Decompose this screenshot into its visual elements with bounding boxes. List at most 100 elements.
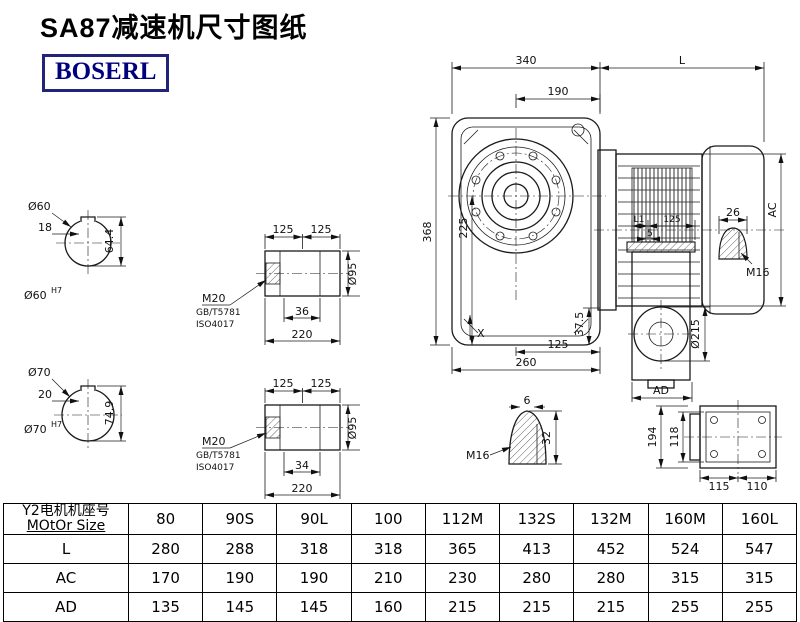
gearbox-housing (451, 117, 601, 346)
table-cell: 255 (647, 592, 723, 622)
thread-text-m20: M20 (202, 292, 226, 305)
dim-d215: Ø215 (663, 306, 710, 362)
table-header-row: Y2电机机座号 MOtOr Size 80 90S 90L 100 112M 1… (3, 503, 798, 535)
thread-callout-2: M20 GB/T5781 ISO4017 (196, 432, 267, 473)
dim-text-74-9: 74.9 (103, 401, 116, 426)
table-cell: 288 (202, 534, 278, 564)
dim-260: 260 (451, 347, 601, 374)
dim-190: 190 (515, 85, 601, 112)
dim-text-d70: Ø70 (28, 366, 51, 379)
dim-text-125-side: 125 (663, 215, 680, 225)
thread-hole-section-2 (265, 416, 281, 439)
dim-text-6: 6 (524, 394, 531, 407)
table-cell: 210 (350, 563, 426, 593)
shaft-end-view-1: 18 Ø60 64.4 Ø60 H7 (24, 200, 126, 302)
col-header: 132S (499, 503, 575, 535)
table-header-motor-size: Y2电机机座号 MOtOr Size (3, 503, 129, 535)
dim-32: 32 (529, 410, 562, 465)
dim-text-32: 32 (540, 431, 553, 445)
row-label-AD: AD (3, 592, 129, 622)
dim-L1-125: L1 125 (631, 215, 696, 240)
dim-125-bottom: 125 (515, 338, 601, 356)
shaft-side-view-1: 125 125 M20 GB/T5781 ISO4017 36 220 (196, 223, 360, 345)
col-header: 160L (721, 503, 798, 535)
table-cell: 170 (127, 563, 204, 593)
table-cell: 215 (573, 592, 649, 622)
dim-36: 36 (283, 298, 321, 322)
bore-text-d60: Ø60 (24, 289, 47, 302)
row-label-L: L (3, 534, 129, 564)
table-cell: 160 (350, 592, 426, 622)
shaft-end-view-2: 20 Ø70 74.9 Ø70 H7 (24, 366, 126, 451)
technical-drawing: 18 Ø60 64.4 Ø60 H7 (24, 54, 786, 499)
dim-text-368: 368 (421, 222, 434, 243)
dim-6: 6 (509, 394, 545, 410)
dim-text-d95: Ø95 (346, 263, 359, 286)
table-cell: 135 (127, 592, 204, 622)
dim-keyway-height-2: 74.9 (92, 385, 126, 442)
dim-text-110: 110 (747, 480, 768, 493)
table-cell: 280 (499, 563, 575, 593)
dim-text-37-5: 37.5 (573, 312, 586, 337)
dim-text-194: 194 (646, 427, 659, 448)
dim-keyway-width-2: 20 (38, 388, 79, 404)
table-cell: 190 (276, 563, 352, 593)
dim-text-125: 125 (548, 338, 569, 351)
table-cell: 452 (573, 534, 649, 564)
dim-d95-2: Ø95 (342, 404, 360, 451)
dim-keyway-height-1: 64.4 (92, 216, 126, 267)
col-header: 100 (350, 503, 426, 535)
dim-115-110: 115 110 (699, 470, 777, 493)
dim-194: 194 (646, 405, 688, 469)
col-header: 90L (276, 503, 352, 535)
table-cell: 280 (127, 534, 204, 564)
dim-text-115: 115 (709, 480, 730, 493)
dim-AD: AD (631, 382, 693, 402)
dim-text-118: 118 (668, 427, 681, 448)
thread-hole-section-1 (265, 262, 281, 285)
table-cell: 315 (721, 563, 798, 593)
motor-size-table: Y2电机机座号 MOtOr Size 80 90S 90L 100 112M 1… (3, 503, 798, 622)
dim-L: L (600, 54, 765, 142)
dim-text-18: 18 (38, 221, 52, 234)
dim-text-220: 220 (292, 328, 313, 341)
dim-text-125b: 125 (311, 223, 332, 236)
dim-text-260: 260 (516, 356, 537, 369)
thread-text-m16-side: M16 (746, 266, 770, 279)
table-cell: 315 (647, 563, 723, 593)
thread-text-m16: M16 (466, 449, 490, 462)
table-cell: 547 (721, 534, 798, 564)
std-text-gb-2: GB/T5781 (196, 451, 241, 461)
dim-text-d215: Ø215 (689, 319, 702, 349)
table-cell: 524 (647, 534, 723, 564)
dim-text-340: 340 (516, 54, 537, 67)
col-header: 90S (202, 503, 278, 535)
mount-flange (626, 241, 696, 253)
dim-368: 368 (421, 117, 450, 346)
dim-text-d60: Ø60 (28, 200, 51, 213)
label-text-x: X (477, 327, 485, 340)
dim-text-d95-2: Ø95 (346, 417, 359, 440)
dim-text-125b2: 125 (311, 377, 332, 390)
dim-125-125-top-2: 125 125 (264, 377, 341, 403)
std-text-iso: ISO4017 (196, 320, 234, 330)
motor-shaft-detail: 26 M16 (718, 206, 770, 279)
dim-text-ad: AD (653, 384, 669, 397)
dim-text-125a2: 125 (273, 377, 294, 390)
dim-340: 340 (451, 54, 601, 114)
col-header: 80 (127, 503, 204, 535)
dim-AC: AC (704, 153, 786, 307)
dim-34: 34 (283, 452, 321, 476)
dim-keyway-width-1: 18 (38, 221, 79, 237)
dim-text-ac: AC (766, 202, 779, 217)
label-X: X (467, 315, 485, 340)
dim-220-1: 220 (264, 298, 341, 345)
table-cell: 365 (424, 534, 501, 564)
dim-text-220-2: 220 (292, 482, 313, 495)
row-label-AC: AC (3, 563, 129, 593)
table-cell: 215 (499, 592, 575, 622)
table-row-AD: AD 135 145 145 160 215 215 215 255 255 (3, 592, 798, 622)
dim-text-225: 225 (457, 218, 470, 239)
flange-back-view: 194 118 115 110 (646, 400, 782, 493)
